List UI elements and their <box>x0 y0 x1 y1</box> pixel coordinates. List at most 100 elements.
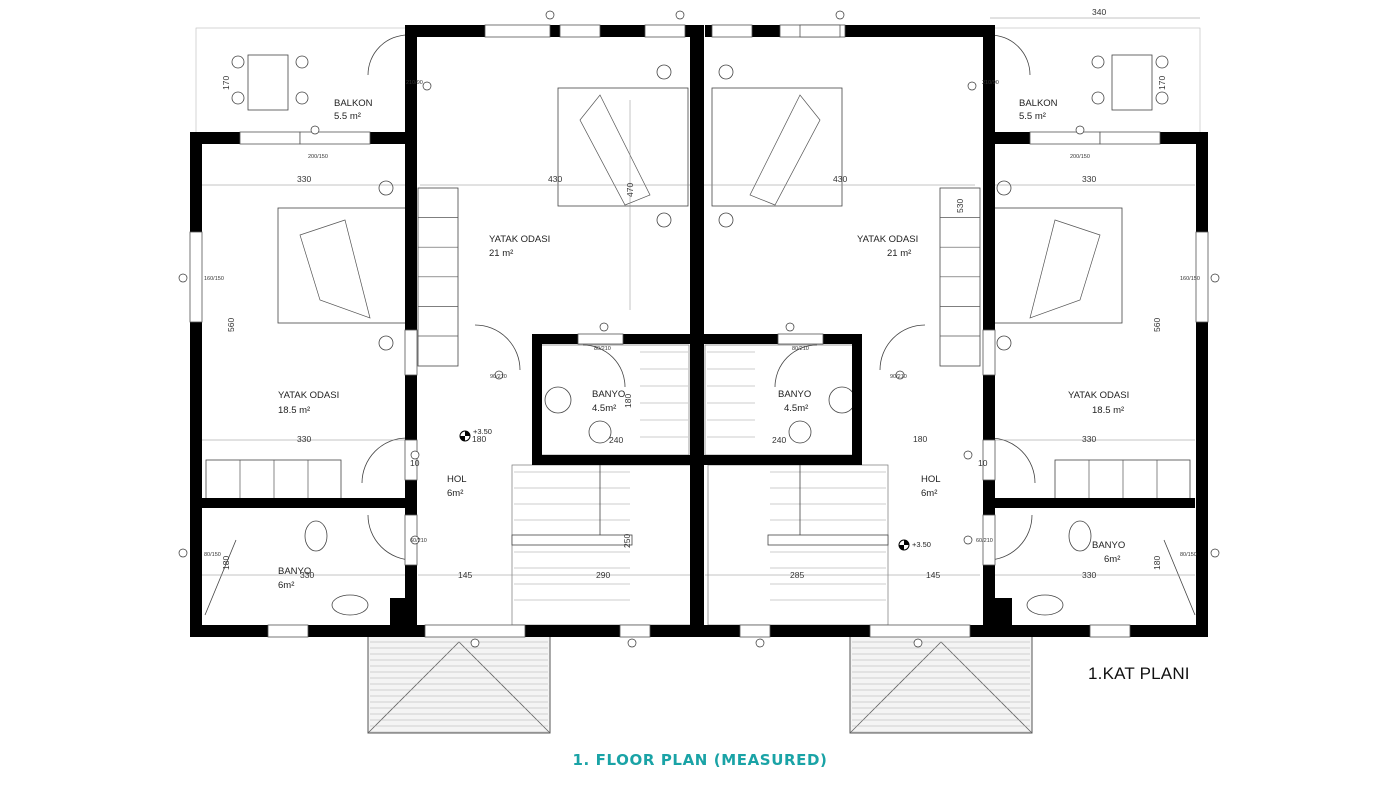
yatak-big-right-name: YATAK ODASI <box>857 234 918 245</box>
section-marker <box>675 10 685 20</box>
section-marker <box>310 125 320 135</box>
wc-right <box>1068 520 1092 552</box>
win-code-12: 90/210 <box>890 374 907 380</box>
chair-l3 <box>295 55 309 69</box>
level-left: +3.50 <box>473 427 492 436</box>
dim-banyo-left-height: 180 <box>221 556 231 570</box>
lamp-t3 <box>718 64 734 80</box>
lamp-l2 <box>378 335 394 351</box>
win-code-8: 80/210 <box>792 346 809 352</box>
dim-banyo-right-height: 180 <box>1152 556 1162 570</box>
chair-l4 <box>295 91 309 105</box>
win-code-4: 200/150 <box>1070 154 1090 160</box>
section-marker <box>913 638 923 648</box>
yatak-big-right-area: 21 m² <box>887 248 911 259</box>
window-opening <box>299 131 371 145</box>
furniture <box>205 54 1191 616</box>
dim-bed-big-height: 470 <box>625 183 635 197</box>
dim-bed-left-width: 330 <box>297 174 311 184</box>
win-code-9: 80/150 <box>204 552 221 558</box>
window-opening <box>559 24 601 38</box>
wc-center-left <box>588 420 612 444</box>
wall-segment <box>990 598 1012 628</box>
canopy-hatch <box>370 641 1030 733</box>
wall-segment <box>704 455 862 465</box>
wc-center-right <box>788 420 812 444</box>
desk-left <box>205 459 342 501</box>
window-opening <box>239 131 301 145</box>
window-opening <box>619 624 651 638</box>
chair-r2 <box>1091 91 1105 105</box>
section-marker <box>545 10 555 20</box>
dim-top-right: 340 <box>1092 7 1106 17</box>
window-opening <box>484 24 551 38</box>
window-opening <box>1029 131 1101 145</box>
window-opening <box>189 231 203 323</box>
sink-left <box>331 594 369 616</box>
win-code-3: 200/150 <box>308 154 328 160</box>
win-code-1: 210/90 <box>406 80 423 86</box>
dim-hol-right-10: 10 <box>978 458 988 468</box>
win-code-13: 60/210 <box>410 538 427 544</box>
win-code-6: 160/150 <box>1180 276 1200 282</box>
desk-right <box>1054 459 1191 501</box>
window-opening <box>777 333 824 345</box>
level-markers <box>459 430 910 551</box>
wall-segment <box>705 25 995 37</box>
lamp-l1 <box>378 180 394 196</box>
section-marker <box>963 450 973 460</box>
banyo-left-name: BANYO <box>278 566 311 577</box>
window-opening <box>711 24 753 38</box>
wall-segment <box>1196 132 1208 637</box>
section-marker <box>785 322 795 332</box>
window-opening <box>869 624 971 638</box>
banyo-center-right-area: 4.5m² <box>784 403 808 414</box>
chair-r4 <box>1155 91 1169 105</box>
bed-top-left <box>557 87 689 207</box>
page-caption: 1. FLOOR PLAN (MEASURED) <box>572 751 828 769</box>
dim-banyo-left-width: 330 <box>300 570 314 580</box>
dim-wardrobe-right: 530 <box>955 199 965 213</box>
win-code-2: 210/90 <box>982 80 999 86</box>
window-opening <box>982 514 996 566</box>
wall-segment <box>390 598 412 628</box>
hol-left-area: 6m² <box>447 488 463 499</box>
dim-banyo-right-width: 330 <box>1082 570 1096 580</box>
yatak-small-left-name: YATAK ODASI <box>278 390 339 401</box>
door-swings <box>204 34 1196 616</box>
bed-top-right <box>711 87 843 207</box>
dim-bed-big-right-width: 430 <box>833 174 847 184</box>
yatak-small-right-area: 18.5 m² <box>1092 405 1124 416</box>
yatak-small-right-name: YATAK ODASI <box>1068 390 1129 401</box>
window-opening <box>982 329 996 376</box>
dim-hol-right-width: 180 <box>913 434 927 444</box>
dim-banyo-c-left-height: 180 <box>623 394 633 408</box>
bed-covers <box>299 94 1101 319</box>
section-marker <box>422 81 432 91</box>
window-opening <box>1099 131 1161 145</box>
banyo-right-name: BANYO <box>1092 540 1125 551</box>
window-opening <box>644 24 686 38</box>
wc-left <box>304 520 328 552</box>
dim-hol-left-width: 180 <box>472 434 486 444</box>
section-marker <box>410 450 420 460</box>
wall-segment <box>690 25 704 625</box>
dim-bed-small-right-bottom: 330 <box>1082 434 1096 444</box>
win-code-5: 160/150 <box>204 276 224 282</box>
level-right: +3.50 <box>912 540 931 549</box>
window-opening <box>1195 231 1209 323</box>
dim-hall-right-width: 145 <box>926 570 940 580</box>
section-marker <box>1075 125 1085 135</box>
wall-segment <box>532 334 542 464</box>
section-marker <box>178 548 188 558</box>
dimension-lines <box>200 17 1200 576</box>
section-marker <box>1210 273 1220 283</box>
yatak-small-left-area: 18.5 m² <box>278 405 310 416</box>
banyo-center-left-area: 4.5m² <box>592 403 616 414</box>
banyo-left-area: 6m² <box>278 580 294 591</box>
section-marker <box>178 273 188 283</box>
yatak-big-left-name: YATAK ODASI <box>489 234 550 245</box>
sink-center-left <box>544 386 572 414</box>
window-opening <box>404 329 418 376</box>
balkon-right-name: BALKON <box>1019 98 1058 109</box>
